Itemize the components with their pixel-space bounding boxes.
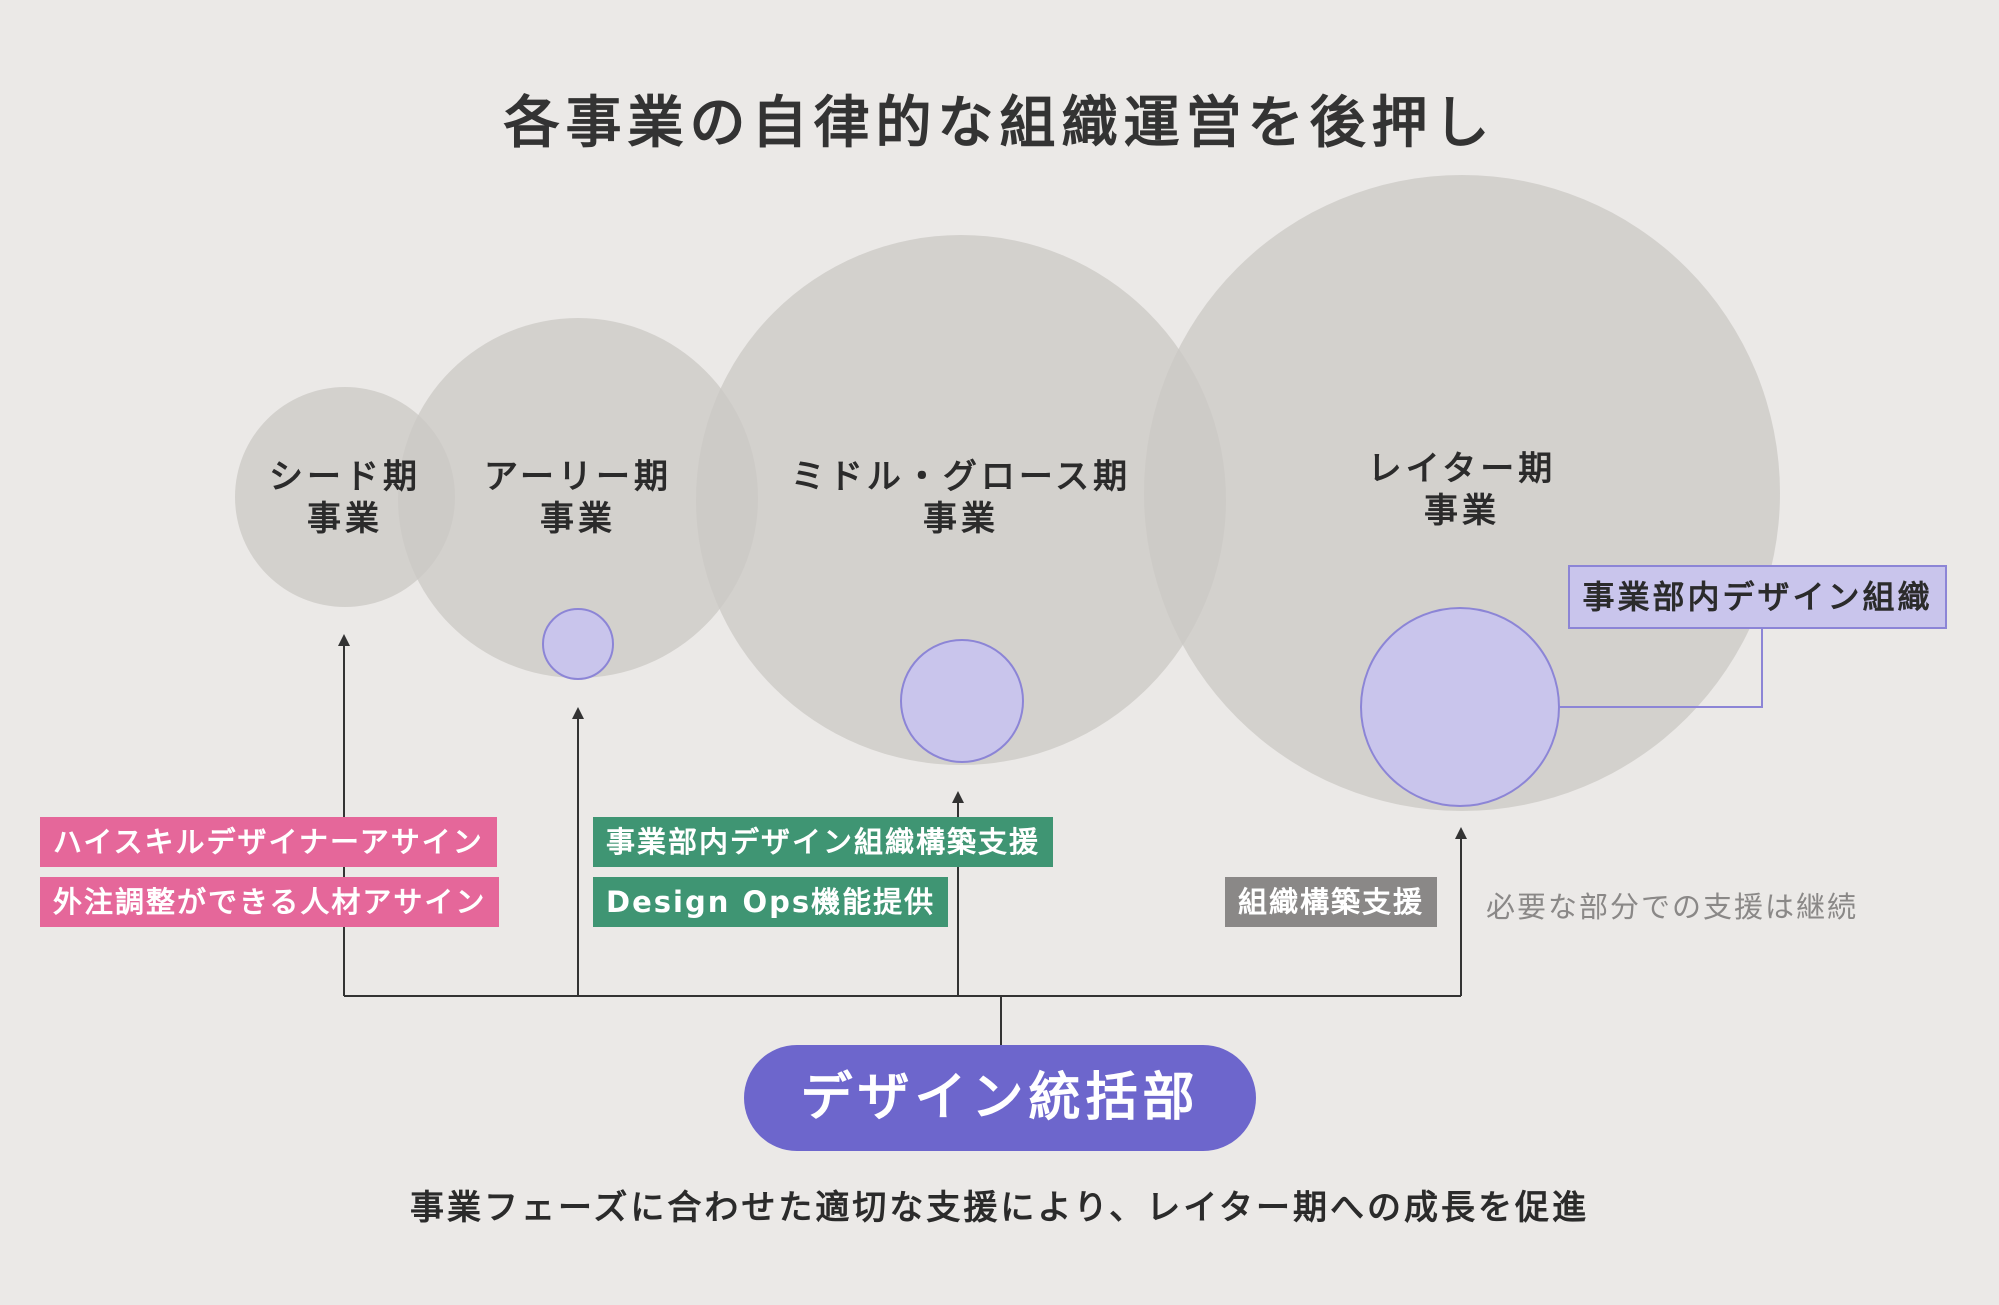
early-phase-circle bbox=[398, 318, 758, 678]
arrowheads bbox=[338, 634, 1467, 839]
middle-growth-phase-name: ミドル・グロース期 bbox=[790, 457, 1132, 497]
early-middle-support-tag: Design Ops機能提供 bbox=[593, 877, 949, 927]
early-design-org-circle bbox=[542, 608, 614, 680]
late-support-tag: 組織構築支援 bbox=[1225, 877, 1438, 927]
early-phase-label: アーリー期 事業 bbox=[458, 456, 698, 540]
seed-phase-circle bbox=[235, 387, 455, 607]
late-phase-name: レイター期 bbox=[1367, 449, 1557, 489]
seed-phase-suffix: 事業 bbox=[307, 499, 383, 539]
middle-growth-phase-suffix: 事業 bbox=[923, 499, 999, 539]
early-phase-name: アーリー期 bbox=[484, 457, 672, 497]
seed-support-tag: ハイスキルデザイナーアサイン bbox=[40, 817, 497, 867]
diagram-title: 各事業の自律的な組織運営を後押し bbox=[503, 91, 1496, 156]
phase-circles bbox=[235, 175, 1780, 811]
diagram-caption: 事業フェーズに合わせた適切な支援により、レイター期への成長を促進 bbox=[410, 1188, 1589, 1228]
late-phase-label: レイター期 事業 bbox=[1322, 448, 1602, 532]
middle-growth-phase-label: ミドル・グロース期 事業 bbox=[761, 456, 1161, 540]
inhouse-design-org-label: 事業部内デザイン組織 bbox=[1568, 565, 1947, 629]
middle-design-org-circle bbox=[900, 639, 1024, 763]
late-phase-circle bbox=[1144, 175, 1780, 811]
late-design-org-circle bbox=[1360, 607, 1560, 807]
seed-arrowhead bbox=[338, 634, 350, 646]
early-phase-suffix: 事業 bbox=[540, 499, 616, 539]
design-org-circles bbox=[542, 607, 1560, 807]
early-arrowhead bbox=[572, 707, 584, 719]
middle-growth-phase-circle bbox=[696, 235, 1226, 765]
late-phase-suffix: 事業 bbox=[1424, 491, 1500, 531]
middle-arrowhead bbox=[952, 791, 964, 803]
early-middle-support-tag: 事業部内デザイン組織構築支援 bbox=[593, 817, 1054, 867]
seed-support-tag: 外注調整ができる人材アサイン bbox=[40, 877, 500, 927]
late-support-note: 必要な部分での支援は継続 bbox=[1486, 890, 1859, 924]
seed-phase-label: シード期 事業 bbox=[245, 456, 445, 540]
inhouse-org-connector bbox=[1559, 629, 1763, 708]
late-arrowhead bbox=[1455, 827, 1467, 839]
design-division-hub: デザイン統括部 bbox=[744, 1045, 1256, 1151]
seed-phase-name: シード期 bbox=[269, 457, 421, 497]
